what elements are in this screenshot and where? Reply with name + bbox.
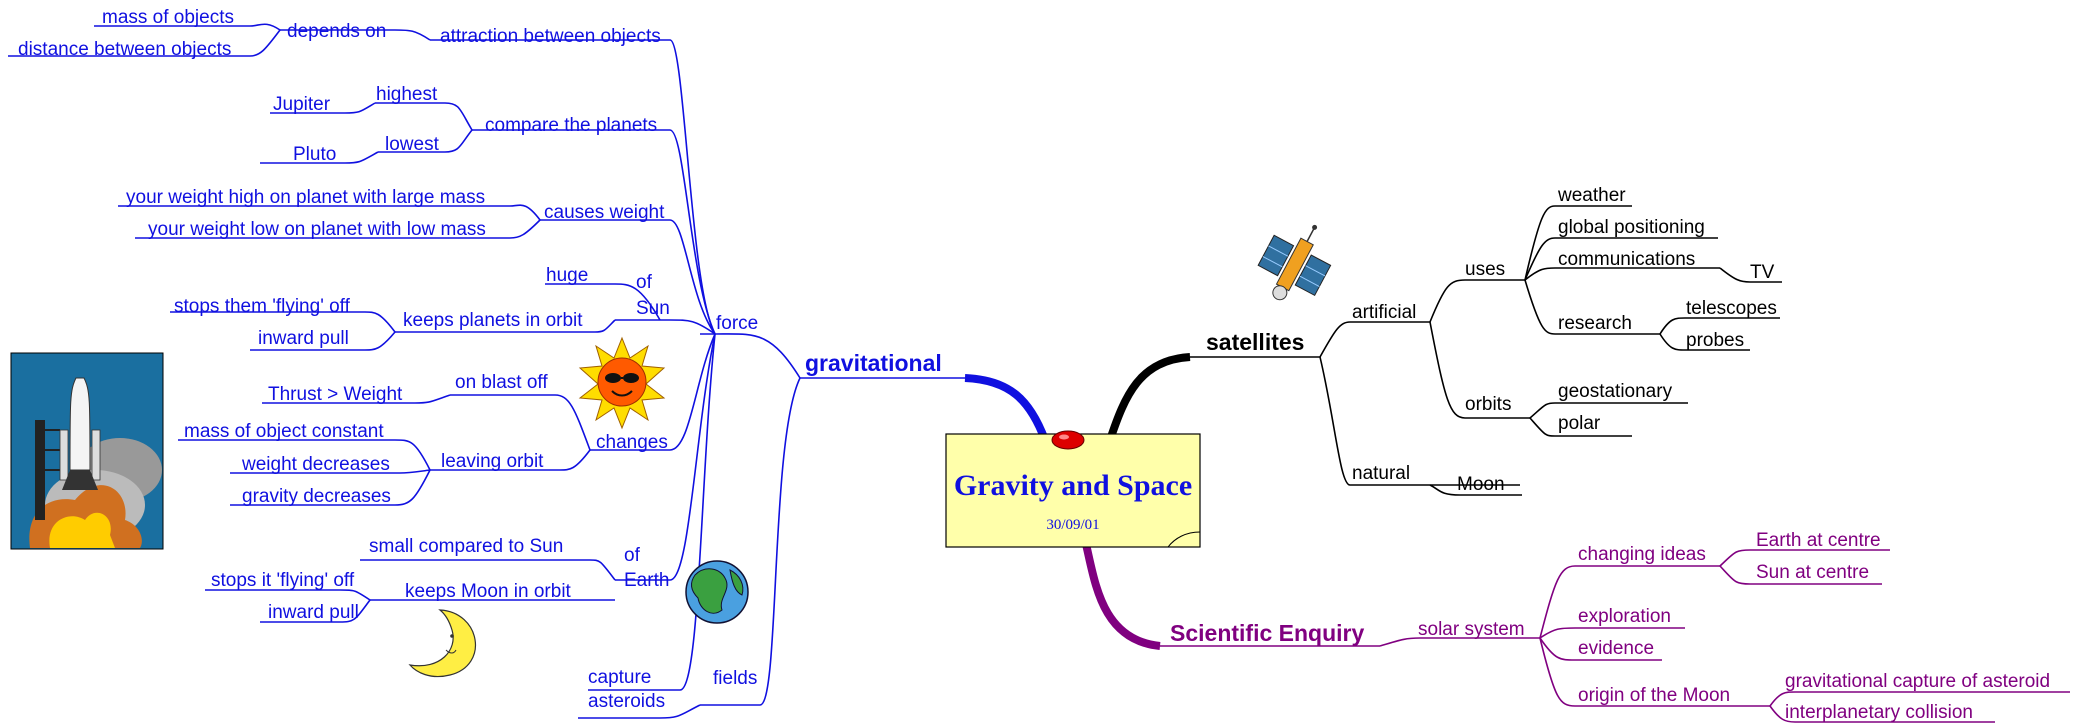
satellites-labels: satellites artificial uses weather globa… bbox=[1206, 185, 1777, 495]
highest-label: highest bbox=[376, 84, 438, 105]
earth-at-centre-label: Earth at centre bbox=[1756, 530, 1881, 551]
of-sun-of-label: of bbox=[636, 272, 653, 293]
changing-ideas-label: changing ideas bbox=[1578, 544, 1706, 565]
satellites-lines bbox=[1319, 205, 1782, 496]
sun-with-sunglasses-icon bbox=[578, 336, 666, 430]
gravitational-lines bbox=[8, 23, 801, 719]
uses-label: uses bbox=[1465, 259, 1505, 280]
lowest-label: lowest bbox=[385, 134, 440, 155]
weight-high-label: your weight high on planet with large ma… bbox=[126, 187, 485, 208]
solar-system-label: solar system bbox=[1418, 619, 1525, 640]
mass-constant-label: mass of object constant bbox=[184, 421, 384, 442]
space-shuttle-icon bbox=[10, 352, 164, 550]
huge-label: huge bbox=[546, 265, 588, 286]
sun-label: Sun bbox=[636, 298, 670, 319]
enquiry-branch-trunk bbox=[1081, 539, 1161, 650]
natural-label: natural bbox=[1352, 463, 1410, 484]
gravity-decreases-label: gravity decreases bbox=[242, 486, 391, 507]
exploration-label: exploration bbox=[1578, 606, 1671, 627]
asteroids-label: asteroids bbox=[588, 691, 665, 712]
weight-decreases-label: weight decreases bbox=[241, 454, 390, 475]
pin-icon bbox=[1051, 430, 1085, 450]
sun-at-centre-label: Sun at centre bbox=[1756, 562, 1869, 583]
attraction-label: attraction between objects bbox=[440, 26, 661, 47]
interplanetary-collision-label: interplanetary collision bbox=[1785, 702, 1973, 723]
on-blast-off-label: on blast off bbox=[455, 372, 548, 393]
note-curl bbox=[1167, 531, 1201, 548]
gravitational-branch-trunk bbox=[964, 374, 1049, 442]
distance-label: distance between objects bbox=[18, 39, 231, 60]
keeps-planets-label: keeps planets in orbit bbox=[403, 310, 583, 331]
artificial-label: artificial bbox=[1352, 302, 1416, 323]
earth-globe-icon bbox=[685, 560, 749, 624]
changes-label: changes bbox=[596, 432, 668, 453]
gravitational-label: gravitational bbox=[805, 350, 942, 376]
of-earth-of-label: of bbox=[624, 545, 641, 566]
depends-on-label: depends on bbox=[287, 21, 386, 42]
inward-pull-earth-label: inward pull bbox=[268, 602, 359, 623]
telescopes-label: telescopes bbox=[1686, 298, 1777, 319]
keeps-moon-label: keeps Moon in orbit bbox=[405, 581, 572, 602]
jupiter-label: Jupiter bbox=[273, 94, 331, 115]
capture-label: capture bbox=[588, 667, 651, 688]
enquiry-lines bbox=[1379, 549, 2070, 723]
stops-them-label: stops them 'flying' off bbox=[174, 296, 351, 317]
central-title: Gravity and Space bbox=[954, 469, 1192, 502]
compare-planets-label: compare the planets bbox=[485, 115, 657, 136]
central-topic[interactable]: Gravity and Space 30/09/01 bbox=[945, 430, 1201, 548]
force-label: force bbox=[716, 313, 758, 334]
geostationary-label: geostationary bbox=[1558, 381, 1673, 402]
probes-label: probes bbox=[1686, 330, 1744, 351]
communications-label: communications bbox=[1558, 249, 1695, 270]
scientific-enquiry-label: Scientific Enquiry bbox=[1170, 620, 1364, 646]
gravitational-labels: gravitational force attraction between o… bbox=[18, 7, 942, 712]
inward-pull-sun-label: inward pull bbox=[258, 328, 349, 349]
satellites-label: satellites bbox=[1206, 329, 1304, 355]
satellites-branch-trunk bbox=[1106, 353, 1191, 442]
tv-label: TV bbox=[1750, 262, 1775, 283]
origin-of-moon-label: origin of the Moon bbox=[1578, 685, 1730, 706]
mass-of-objects-label: mass of objects bbox=[102, 7, 234, 28]
fields-label: fields bbox=[713, 668, 757, 689]
causes-weight-label: causes weight bbox=[544, 202, 665, 223]
weight-low-label: your weight low on planet with low mass bbox=[148, 219, 486, 240]
gravitational-capture-label: gravitational capture of asteroid bbox=[1785, 671, 2050, 692]
weather-label: weather bbox=[1557, 185, 1626, 206]
polar-label: polar bbox=[1558, 413, 1601, 434]
thrust-label: Thrust > Weight bbox=[268, 384, 403, 405]
moon-label: Moon bbox=[1457, 474, 1505, 495]
pluto-label: Pluto bbox=[293, 144, 336, 165]
sticky-note bbox=[945, 433, 1201, 548]
research-label: research bbox=[1558, 313, 1632, 334]
central-date: 30/09/01 bbox=[1046, 517, 1099, 533]
evidence-label: evidence bbox=[1578, 638, 1654, 659]
earth-label: Earth bbox=[624, 570, 669, 591]
orbits-label: orbits bbox=[1465, 394, 1511, 415]
enquiry-labels: Scientific Enquiry solar system changing… bbox=[1170, 530, 2050, 723]
leaving-orbit-label: leaving orbit bbox=[441, 451, 544, 472]
satellite-icon bbox=[1257, 224, 1332, 301]
crescent-moon-icon bbox=[408, 609, 477, 678]
global-positioning-label: global positioning bbox=[1558, 217, 1705, 238]
pin-highlight bbox=[1059, 434, 1069, 440]
small-compared-label: small compared to Sun bbox=[369, 536, 563, 557]
stops-it-label: stops it 'flying' off bbox=[211, 570, 355, 591]
